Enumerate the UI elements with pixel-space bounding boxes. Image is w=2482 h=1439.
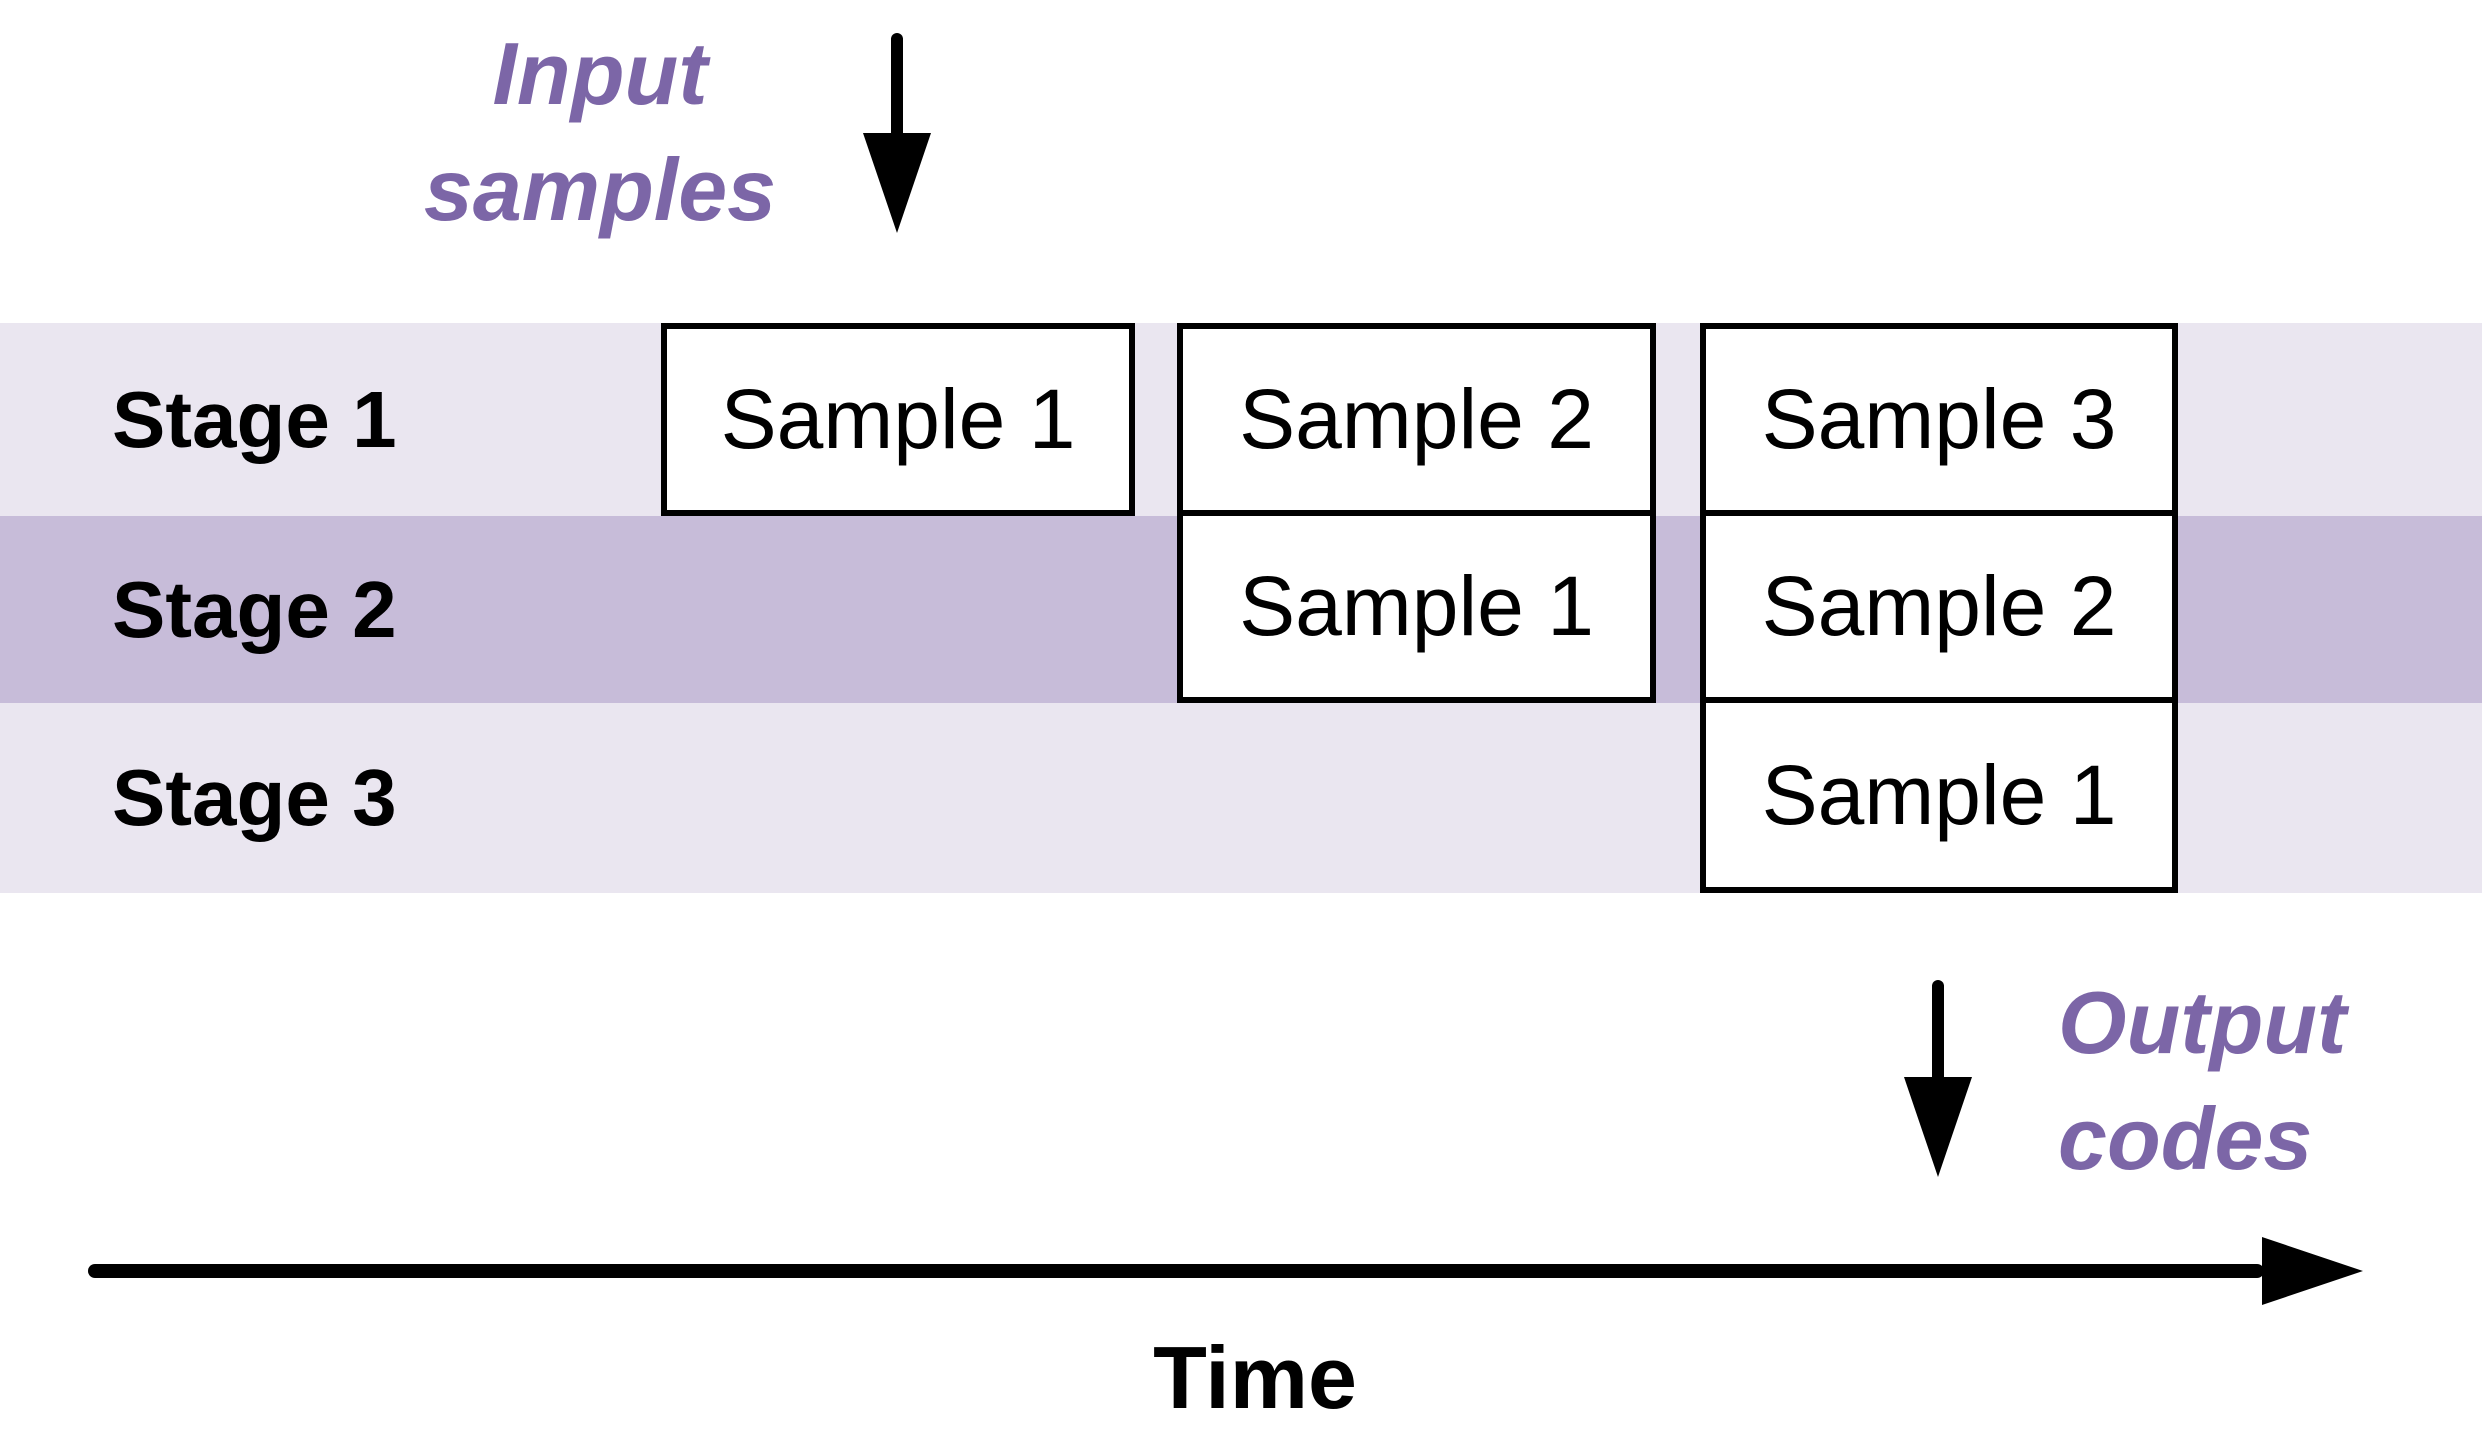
stage3-sample1-box: Sample 1 (1700, 697, 2178, 893)
stage1-sample1-label: Sample 1 (720, 372, 1076, 466)
input-samples-label-line2: samples (423, 140, 777, 239)
input-arrow-head-icon (863, 133, 931, 233)
stage2-sample2-box: Sample 2 (1700, 510, 2178, 703)
stage-2-label: Stage 2 (112, 564, 397, 654)
input-samples-label: Input samples (300, 16, 900, 248)
stage1-sample2-box: Sample 2 (1177, 323, 1656, 516)
output-codes-label: Output codes (2058, 965, 2482, 1197)
stage1-sample1-box: Sample 1 (661, 323, 1135, 516)
stage3-sample1-label: Sample 1 (1761, 747, 2117, 842)
stage-1-label: Stage 1 (112, 374, 397, 464)
stage2-sample2-label: Sample 2 (1761, 559, 2117, 653)
time-axis-label: Time (1153, 1328, 1357, 1427)
input-arrow-icon (891, 33, 903, 135)
stage2-sample1-label: Sample 1 (1239, 559, 1594, 653)
input-samples-label-line1: Input (492, 24, 708, 123)
output-codes-label-line1: Output (2058, 973, 2347, 1072)
output-arrow-icon (1932, 980, 1944, 1079)
output-codes-label-line2: codes (2058, 1089, 2313, 1188)
stage1-sample3-box: Sample 3 (1700, 323, 2178, 516)
output-arrow-head-icon (1904, 1077, 1972, 1177)
time-axis-arrow-head-icon (2262, 1237, 2363, 1305)
stage1-sample2-label: Sample 2 (1239, 372, 1594, 466)
stage1-sample3-label: Sample 3 (1761, 372, 2117, 466)
stage2-sample1-box: Sample 1 (1177, 510, 1656, 703)
stage-3-label: Stage 3 (112, 753, 397, 842)
time-axis-arrow-icon (88, 1264, 2264, 1278)
